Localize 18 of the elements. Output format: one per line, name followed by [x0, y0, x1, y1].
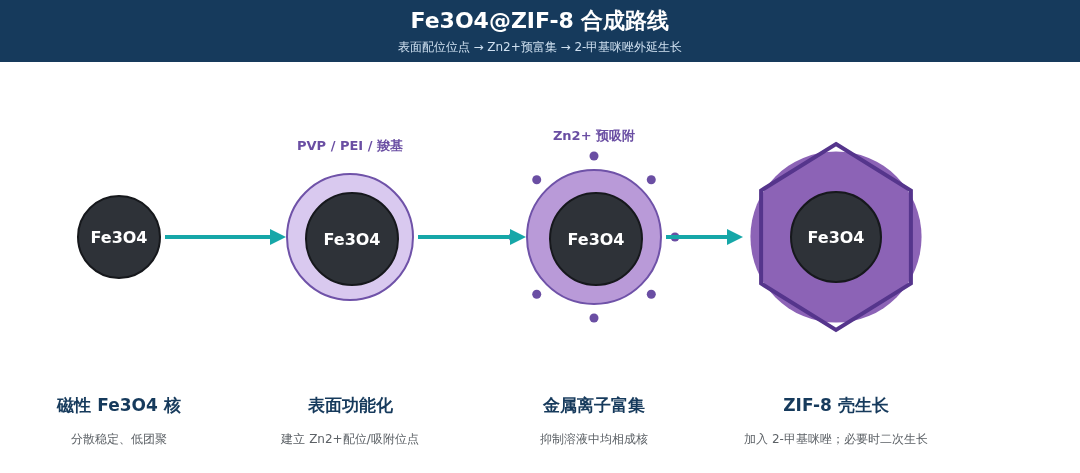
- step-description: 抑制溶液中均相成核: [540, 431, 648, 448]
- step-description: 加入 2-甲基咪唑；必要时二次生长: [744, 431, 928, 448]
- shell-label: PVP / PEI / 羧基: [297, 137, 403, 155]
- step-title: 金属离子富集: [543, 394, 645, 417]
- step-title: 磁性 Fe3O4 核: [57, 394, 181, 417]
- core-particle: Fe3O4: [77, 195, 161, 279]
- step-description: 建立 Zn2+配位/吸附位点: [281, 431, 419, 448]
- step-title: 表面功能化: [307, 394, 393, 417]
- diagram-subtitle: 表面配位位点 → Zn2+预富集 → 2-甲基咪唑外延生长: [397, 39, 683, 56]
- step-title: ZIF-8 壳生长: [783, 394, 889, 417]
- arrow: [666, 229, 743, 245]
- diagram-title: Fe3O4@ZIF-8 合成路线: [410, 7, 670, 35]
- core-particle: Fe3O4: [305, 192, 399, 286]
- arrow: [418, 229, 526, 245]
- step-description: 分散稳定、低团聚: [71, 431, 167, 448]
- core-particle: Fe3O4: [549, 192, 643, 286]
- shell-label: Zn2+ 预吸附: [552, 127, 636, 145]
- arrow: [165, 229, 286, 245]
